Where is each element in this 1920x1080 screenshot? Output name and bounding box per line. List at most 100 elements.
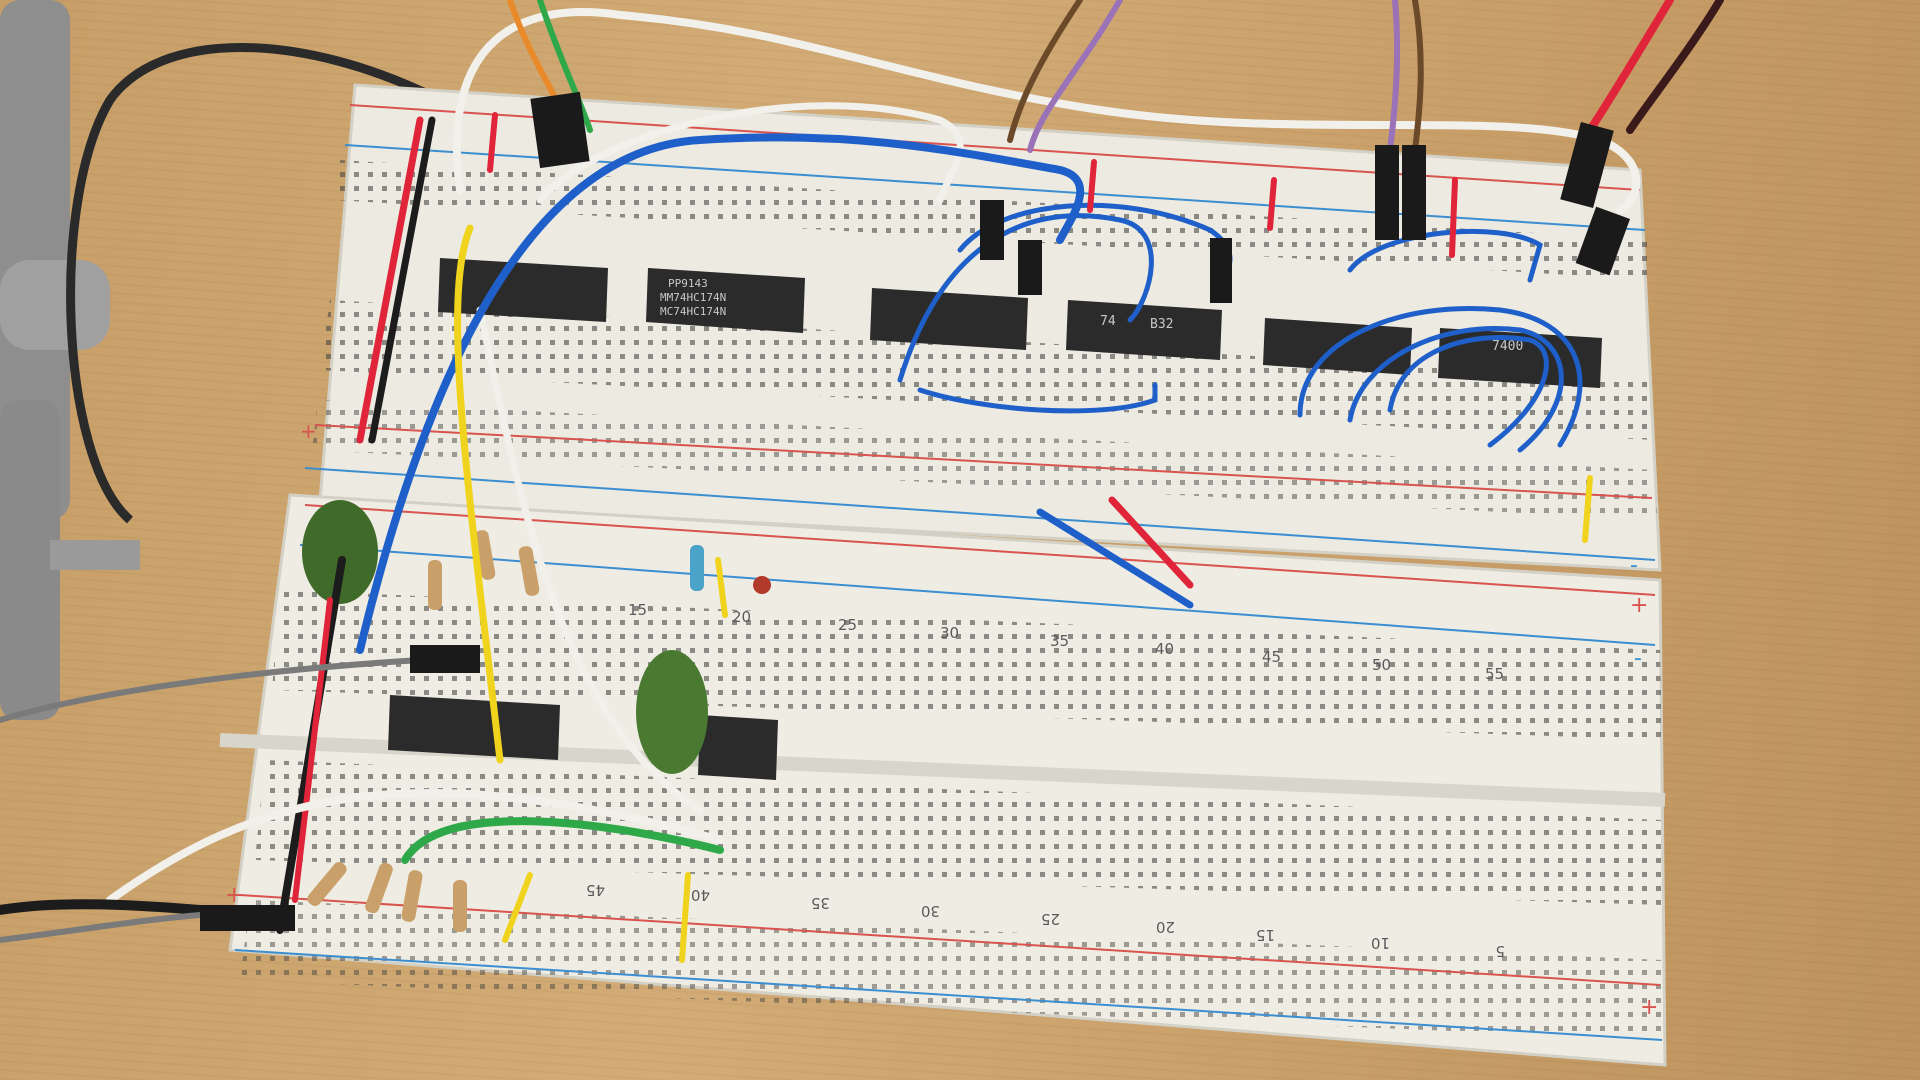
wire-blue (917, 382, 1158, 414)
connector-housing (410, 645, 480, 673)
wire-yellow (1582, 475, 1593, 543)
led (753, 576, 771, 594)
ic-chips-upper: PP9143 MM74HC174N MC74HC174N 74 B32 7400 (438, 258, 1602, 388)
dupont-connectors (200, 91, 1630, 931)
rail-plus-sign: + (300, 419, 317, 443)
resistor (690, 545, 704, 591)
connector-housing (980, 200, 1004, 260)
resistor (453, 880, 467, 932)
column-number: 40 (1155, 640, 1174, 658)
wire-red (292, 597, 333, 903)
wire-brown (1007, 0, 1083, 143)
rail-minus-sign: - (1630, 553, 1638, 578)
wire-blue (356, 133, 1085, 654)
wire-blue (1347, 326, 1564, 453)
wire-black (1626, 0, 1724, 134)
wire-black (368, 116, 436, 444)
capacitor (302, 500, 378, 604)
column-number: 25 (1041, 910, 1060, 928)
oscilloscope-probe (0, 0, 443, 720)
wire-red (1267, 177, 1277, 231)
resistor (307, 862, 347, 906)
column-number: 25 (838, 616, 857, 634)
wire-yellow (502, 872, 533, 943)
wire-blue (897, 213, 1154, 383)
column-number: 20 (1156, 918, 1175, 936)
wire-blue (1036, 508, 1194, 609)
resistor (401, 870, 423, 922)
wire-red (1108, 496, 1194, 589)
probe-lead (0, 657, 423, 723)
connector-housing (1560, 121, 1614, 209)
column-numbers-top: 15 20 25 30 35 40 45 50 55 (628, 601, 1504, 683)
connector-housing (1402, 145, 1426, 240)
wire-white (536, 102, 964, 204)
column-number: 30 (921, 902, 940, 920)
column-number: 45 (1262, 648, 1281, 666)
wire-blue (1297, 306, 1583, 448)
column-number: 5 (1495, 942, 1505, 960)
connector-housing (1575, 206, 1630, 276)
rail-plus-sign: + (225, 883, 243, 908)
connector-housing (530, 91, 590, 169)
chip-label-line: 7400 (1492, 339, 1523, 354)
column-number: 50 (1372, 656, 1391, 674)
wire-blue (1387, 335, 1549, 448)
column-number: 15 (1256, 926, 1275, 944)
column-number: 45 (586, 881, 605, 899)
wire-red (1449, 177, 1458, 258)
chip-label-line: MM74HC174N (660, 291, 726, 304)
resistor (428, 560, 442, 610)
column-number: 10 (1371, 934, 1390, 952)
wire-yellow (454, 224, 504, 764)
chip-label-line: PP9143 (668, 277, 708, 290)
wire-white (106, 789, 724, 904)
ic-chip (388, 695, 560, 760)
wire-purple (1387, 0, 1401, 153)
column-numbers-bottom: 45 40 35 30 25 20 15 10 5 (586, 881, 1505, 960)
wire-yellow (679, 872, 691, 963)
wire-white (476, 306, 704, 814)
ic-chip (698, 715, 778, 780)
wire-yellow (715, 557, 728, 618)
ic-chip-hc174 (646, 268, 805, 333)
breadboard-lower (219, 493, 1667, 1067)
probe-lead (0, 912, 203, 943)
column-number: 55 (1485, 665, 1504, 683)
probe-lead (0, 899, 205, 915)
rail-plus-sign: + (1630, 593, 1648, 618)
chip-label-line: B32 (1150, 317, 1173, 332)
resistor (518, 546, 540, 596)
wire-blue (1347, 228, 1543, 283)
chip-label-line: MC74HC174N (660, 305, 726, 318)
capacitor (636, 650, 708, 774)
column-number: 40 (691, 886, 710, 904)
connector-housing (1375, 145, 1399, 240)
column-number: 35 (811, 894, 830, 912)
wire-green (537, 0, 593, 133)
rail-minus-sign: - (1634, 646, 1642, 671)
column-number: 35 (1050, 632, 1069, 650)
column-number: 15 (628, 601, 647, 619)
wire-green (401, 817, 724, 864)
ic-chip (870, 288, 1028, 350)
chip-label-line: 74 (1100, 314, 1116, 329)
ic-chips-lower (388, 695, 778, 780)
resistor (474, 530, 496, 580)
column-number: 30 (940, 624, 959, 642)
wire-red (487, 112, 498, 173)
connector-housing (200, 905, 295, 931)
wire-brown (1412, 0, 1424, 153)
rail-plus-sign: + (1640, 995, 1658, 1020)
connector-housing (1210, 238, 1232, 303)
wire-purple (1027, 0, 1123, 153)
connector-housing (1018, 240, 1042, 295)
resistor (365, 862, 393, 914)
wire-red (356, 116, 424, 444)
column-number: 20 (732, 608, 751, 626)
resistors (307, 530, 771, 932)
wire-red (1586, 0, 1674, 134)
wire-red (1087, 159, 1097, 213)
